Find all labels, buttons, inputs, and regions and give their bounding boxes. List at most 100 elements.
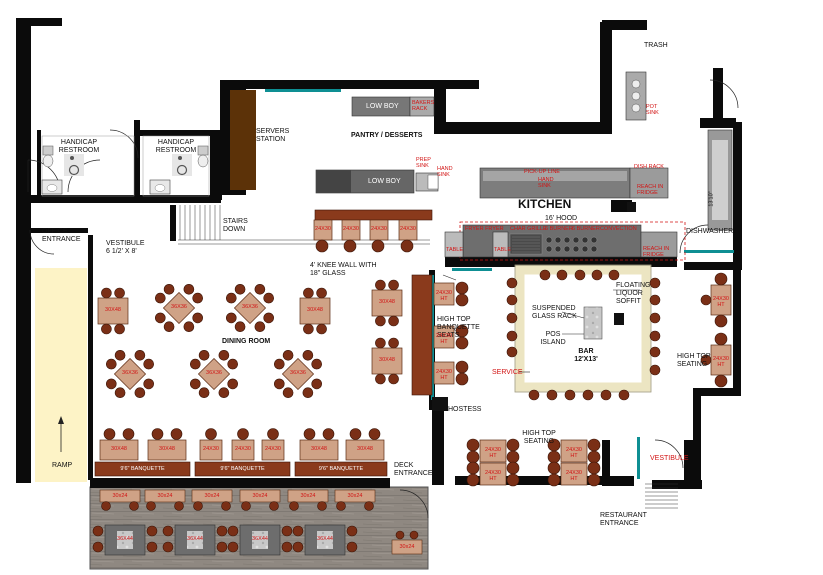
stair-treads [179,205,221,240]
reach-in-fridge-bottom [640,231,678,258]
chair [198,349,210,361]
chair [143,358,154,370]
table [371,347,403,375]
glass-strip [265,89,341,92]
chair [205,428,217,440]
chair [395,530,405,540]
chair [466,473,480,487]
chair [315,239,329,253]
table [97,297,129,325]
table-label: 24X30 HT [436,369,452,381]
chair [289,501,299,511]
table [147,439,187,461]
chair [591,269,603,281]
chair [649,364,661,376]
burner [554,236,562,244]
dishwasher-inner [712,140,728,220]
table-label: 36X36 [242,304,258,310]
table-label: 30X48 [111,446,127,452]
reach-in-fridge-top [629,167,669,199]
chair [556,269,568,281]
table-label: 30X48 [379,357,395,363]
table-label: 36X36 [171,304,187,310]
table-label: 30x24 [300,493,316,499]
burner [545,245,553,253]
chair [227,358,238,370]
chair [506,473,520,487]
wheelchair-icon [172,154,192,176]
label-table-left: TABLE [446,247,464,253]
label-hand-sink-2: HAND SINK [538,177,554,189]
chair [106,378,117,390]
suspended-glass-rack [583,306,603,340]
label-dishwasher: DISHWASHER [686,228,734,235]
chair [368,428,381,440]
chair [134,349,146,361]
burner [563,245,571,253]
table-label: 30X48 [379,299,395,305]
chair [388,337,399,349]
table [560,462,588,486]
table-label: 24X30 [235,446,251,452]
deck-table-top [317,531,333,549]
chair [146,501,156,511]
table [233,291,267,325]
chair [506,461,520,475]
stairs-down [178,239,430,245]
chair [254,321,266,333]
burner [572,236,580,244]
table [113,357,147,391]
table [560,439,588,463]
chair [547,461,561,475]
chair [388,279,399,291]
chair [455,293,469,307]
pot-sink-basin [631,91,641,101]
glass-strip [452,268,492,271]
banquette-label: 9'6" BANQUETTE [318,466,364,472]
chair [216,525,228,537]
label-vestibule: VESTIBULE 6 1/2' X 8' [106,240,145,255]
chair [400,239,414,253]
chair [618,389,630,401]
table [371,289,403,317]
bar [515,265,651,392]
banquette-label: 9'6" BANQUETTE [120,466,165,472]
knee-wall-counter [314,209,433,221]
chair [371,239,385,253]
table-label: 24X30 HT [713,296,729,308]
table-label: 24X30 [315,226,331,232]
table-left [444,231,464,258]
deck-table [239,489,281,503]
chair [218,349,230,361]
ramp-arrow-head [58,416,64,424]
chair [587,438,601,452]
burner [563,236,571,244]
burner [590,236,598,244]
table-label: 36X36 [206,370,222,376]
chair [322,428,335,440]
label-pos-island: POS ISLAND [540,331,566,346]
chair [409,530,419,540]
label-convection: CONVECTION [600,226,637,232]
chair [234,283,246,295]
label-table-right: TABLE [494,247,512,253]
chair [183,321,195,333]
table-label: 24X30 [343,226,359,232]
furniture [92,219,732,556]
chair [303,428,316,440]
chair [649,312,661,324]
stair-treads-entrance [645,483,678,509]
pot-sink-basin [631,103,641,113]
chair [227,525,239,537]
chair [218,387,230,399]
restroom-1 [41,135,135,197]
label-fryer: FRYER FRYER [465,226,504,232]
chair [303,287,314,299]
chair [267,428,279,440]
chair [162,525,174,537]
glass-strip [637,437,640,479]
deck-table [191,489,233,503]
chair [114,349,126,361]
deck-table [287,489,329,503]
chair [539,269,551,281]
